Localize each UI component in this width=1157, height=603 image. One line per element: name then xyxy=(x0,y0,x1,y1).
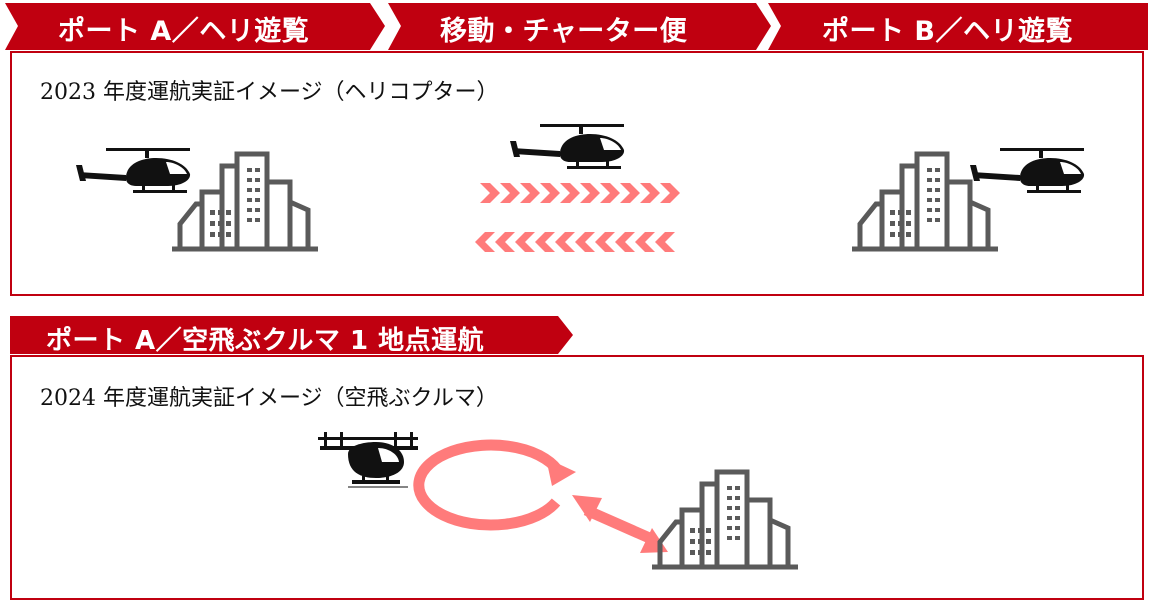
evtol-icon xyxy=(318,432,418,488)
panel-2024 xyxy=(10,355,1144,600)
panel-2023 xyxy=(10,51,1144,296)
step-banner-2 xyxy=(388,3,771,50)
chevron-arrow-left xyxy=(475,232,675,252)
helicopter-icon xyxy=(76,148,191,193)
caption-2023: 2023 年度運航実証イメージ（ヘリコプター） xyxy=(40,80,499,105)
building-icon xyxy=(652,472,798,567)
step-banners xyxy=(5,3,1148,50)
step-label-port-b: ポート B／ヘリ遊覧 xyxy=(822,16,1073,47)
step-label-port-a: ポート A／ヘリ遊覧 xyxy=(58,16,310,47)
double-arrow xyxy=(572,495,668,553)
step-banner-3 xyxy=(768,3,1148,50)
helicopter-icon xyxy=(970,148,1085,193)
section2-title: ポート A／空飛ぶクルマ 1 地点運航 xyxy=(46,326,485,356)
caption-2024: 2024 年度運航実証イメージ（空飛ぶクルマ） xyxy=(40,386,498,411)
loop-arrow xyxy=(413,439,576,531)
building-icon xyxy=(172,154,318,249)
step-banner-1 xyxy=(5,3,385,50)
chevron-arrow-right xyxy=(480,183,680,203)
step-label-charter: 移動・チャーター便 xyxy=(440,16,688,47)
helicopter-icon xyxy=(510,124,625,169)
